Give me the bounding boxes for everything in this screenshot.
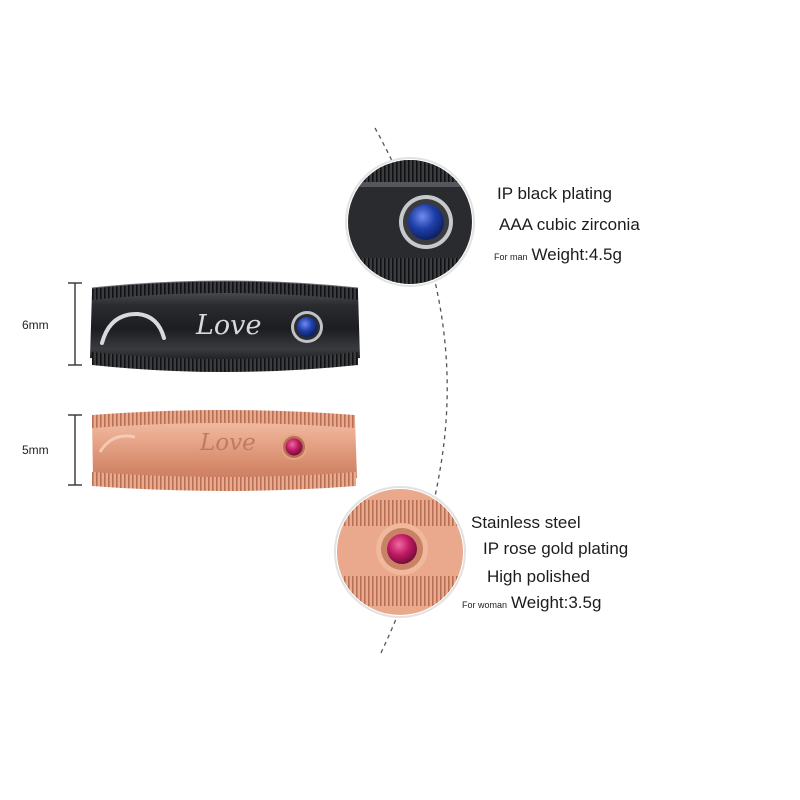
zoom-detail-man — [345, 157, 475, 287]
spec-finish-woman: High polished — [487, 567, 591, 586]
black-ring — [90, 280, 360, 372]
engraving-text-woman: Love — [200, 430, 256, 456]
dimension-bracket-icon — [68, 282, 82, 366]
weight-prefix-woman: For woman — [462, 600, 508, 610]
weight-prefix-man: For man — [494, 252, 528, 262]
dimension-bracket-icon — [68, 414, 82, 486]
zoom-detail-woman — [334, 486, 466, 618]
rose-ring — [92, 410, 357, 491]
spec-stone-man: AAA cubic zirconia — [499, 215, 640, 234]
dimension-label-man: 6mm — [22, 318, 49, 332]
weight-value-woman: Weight:3.5g — [511, 593, 602, 612]
spec-plating-man: IP black plating — [497, 184, 612, 203]
engraving-text-man: Love — [196, 310, 262, 341]
weight-value-man: Weight:4.5g — [531, 245, 622, 264]
spec-plating-woman: IP rose gold plating — [483, 539, 629, 558]
spec-material-woman: Stainless steel — [471, 513, 581, 532]
dimension-label-woman: 5mm — [22, 443, 49, 457]
